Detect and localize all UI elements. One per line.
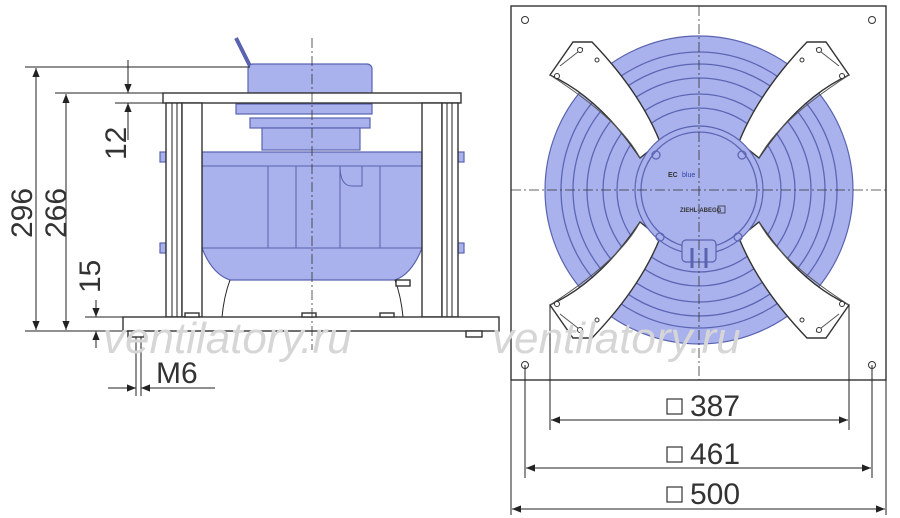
blue-label: blue [682,172,695,179]
brand-logo-icon [717,205,726,214]
brand-label: ZIEHL-ABEGG [680,208,722,214]
front-view: EC blue ZIEHL-ABEGG 387 461 500 [510,5,887,515]
square-symbol-icon [666,446,683,463]
dim-thread: M6 [156,357,198,390]
dim-top-offset: 12 [100,127,133,160]
motor-housing [234,37,373,151]
front-dimensions [510,305,887,515]
dim-inner-height: 266 [40,188,73,238]
dim-total-height: 296 [6,188,39,238]
motor-body [261,127,361,151]
support-posts [165,102,459,318]
ec-label: EC [668,172,678,179]
cross-bracket [548,41,851,339]
square-symbol-icon [666,398,683,415]
dim-hole-spacing: 387 [690,390,740,423]
square-symbol-icon [666,486,683,503]
side-dimensions [25,60,250,392]
motor-flange [235,103,373,115]
dim-bottom-offset: 15 [74,260,107,293]
side-view: 296 266 12 15 M6 [6,37,500,396]
dim-mount-spacing: 461 [690,438,740,471]
watermark-right: ventilatory.ru [492,314,741,363]
dim-plate-size: 500 [690,478,740,511]
watermark-left: ventilatory.ru [103,314,352,363]
cable-gland [234,37,253,69]
motor-ring [249,117,371,129]
